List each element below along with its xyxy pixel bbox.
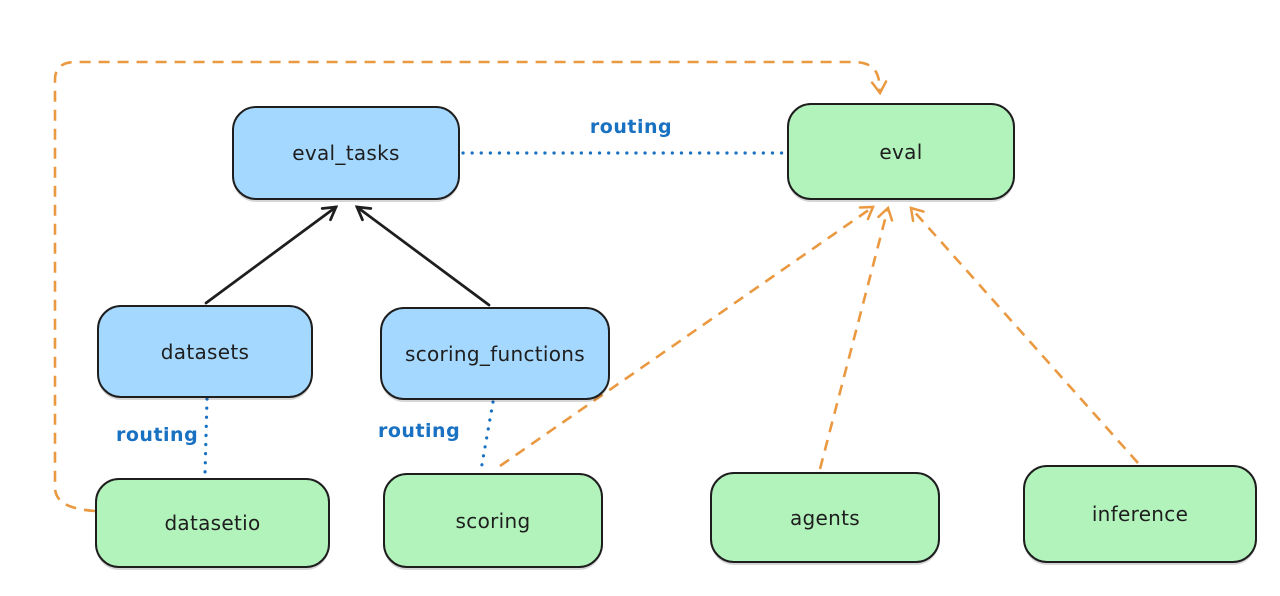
node-agents-label: agents — [790, 505, 860, 530]
edge-scoring-functions-to-eval-tasks — [354, 205, 491, 307]
edge-label-routing-eval-tasks-eval: routing — [589, 116, 673, 138]
node-datasets: datasets — [97, 305, 313, 398]
edge-label-routing-scoring-functions-scoring: routing — [378, 420, 461, 442]
edge-label-routing-datasets-datasetio: routing — [116, 424, 199, 446]
node-scoring-label: scoring — [455, 508, 531, 533]
node-scoring-functions: scoring_functions — [380, 307, 610, 400]
edge-agents-to-eval — [818, 205, 894, 470]
node-scoring-functions-label: scoring_functions — [404, 341, 586, 366]
node-eval-tasks: eval_tasks — [232, 106, 460, 200]
node-scoring: scoring — [383, 473, 603, 568]
edge-datasetio-to-eval — [53, 60, 888, 513]
node-eval-tasks-label: eval_tasks — [292, 141, 400, 165]
node-datasetio-label: datasetio — [164, 511, 261, 535]
node-datasets-label: datasets — [160, 339, 250, 364]
edge-datasets-to-datasetio-routing — [203, 397, 209, 477]
node-datasetio: datasetio — [95, 478, 330, 568]
node-agents: agents — [710, 472, 940, 563]
node-eval: eval — [787, 103, 1015, 200]
edge-datasets-to-eval-tasks — [204, 205, 339, 305]
node-inference-label: inference — [1091, 502, 1189, 526]
edge-scoring-functions-to-scoring-routing — [479, 400, 495, 472]
edge-inference-to-eval — [909, 206, 1139, 464]
node-inference: inference — [1023, 465, 1257, 563]
node-eval-label: eval — [879, 139, 923, 164]
